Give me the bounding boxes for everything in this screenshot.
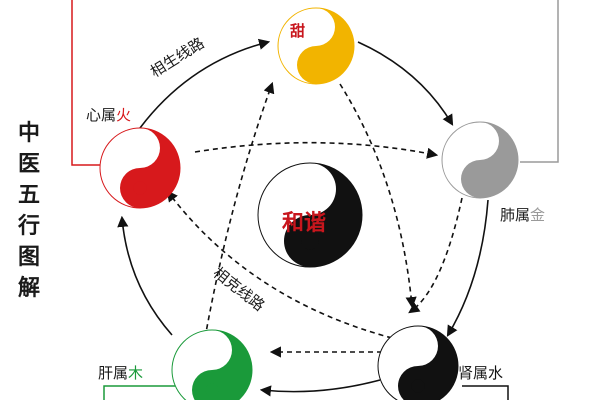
yinyang-center	[257, 162, 363, 268]
metal-frame-line	[520, 0, 559, 163]
element-text-wood: 木	[128, 364, 144, 382]
arc-earth-to-metal	[357, 41, 454, 126]
taste-label-wood: 酸	[182, 346, 198, 364]
controlling-star	[166, 81, 463, 358]
dash-fire-to-metal	[194, 141, 439, 159]
arc-fire-to-earth	[139, 38, 271, 129]
yinyang-fire	[99, 127, 181, 209]
organ-label-fire: 心属火	[86, 104, 131, 125]
organ-text: 肾属	[458, 364, 489, 382]
element-text-water: 水	[488, 364, 504, 382]
water-frame-line	[462, 385, 509, 400]
dash-earth-to-water	[339, 83, 417, 309]
diagram-title: 中 医 五 行 图 解	[14, 118, 44, 304]
taste-label-fire: 苦	[114, 148, 130, 166]
yinyang-metal	[441, 121, 519, 199]
taste-label-earth: 甜	[290, 22, 306, 40]
arc-water-to-wood	[259, 379, 381, 397]
element-text-metal: 金	[530, 206, 546, 224]
yinyang-earth	[277, 7, 355, 85]
taste-label-water: 咸	[386, 345, 402, 363]
dash-metal-to-wood-lower	[408, 197, 463, 314]
arc-metal-to-water	[446, 199, 489, 337]
outer-frame-lines	[71, 0, 559, 400]
organ-text: 肺属	[500, 206, 531, 224]
title-char: 医	[17, 151, 40, 177]
center-harmony-label: 和谐	[282, 211, 327, 236]
dash-water-to-fire-diag	[166, 190, 393, 339]
yinyang-water	[377, 325, 459, 400]
organ-text: 心属	[86, 106, 117, 124]
taste-label-metal: 辣	[452, 148, 468, 166]
title-char: 解	[17, 275, 40, 301]
title-char: 中	[17, 120, 40, 146]
dash-wood-to-earth	[204, 81, 275, 339]
title-char: 行	[17, 213, 40, 239]
element-text-fire: 火	[116, 106, 132, 124]
generating-cycle	[117, 38, 489, 397]
organ-label-wood: 肝属木	[98, 362, 143, 383]
wood-frame-line	[103, 385, 175, 400]
fire-frame-line	[71, 0, 100, 166]
organ-label-metal: 肺属金	[500, 204, 545, 225]
yinyang-wood	[171, 329, 253, 400]
organ-label-water: 肾属水	[458, 362, 503, 383]
organ-text: 肝属	[98, 364, 129, 382]
arc-wood-to-fire	[117, 215, 173, 336]
title-char: 五	[17, 182, 40, 208]
title-char: 图	[17, 244, 40, 270]
